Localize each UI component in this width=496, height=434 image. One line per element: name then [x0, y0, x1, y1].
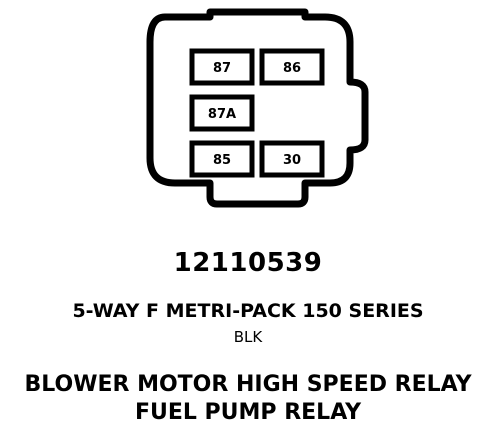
connector-housing-outline [146, 8, 369, 208]
usage-line: FUEL PUMP RELAY [134, 400, 362, 425]
connector-color: BLK [233, 328, 263, 346]
pin-cavity-87: 87 [189, 48, 255, 86]
part-number: 12110539 [173, 248, 323, 278]
connector-face-diagram: 87 86 87A 85 30 [146, 8, 369, 208]
pin-label-30: 30 [283, 153, 301, 168]
pin-cavity-30: 30 [259, 140, 325, 178]
pin-cavity-85: 85 [189, 140, 255, 178]
pin-label-87: 87 [213, 61, 231, 76]
pin-cavity-86: 86 [259, 48, 325, 86]
pin-cavity-87a: 87A [189, 94, 255, 132]
usage-line: BLOWER MOTOR HIGH SPEED RELAY [24, 372, 472, 397]
pin-label-86: 86 [283, 61, 301, 76]
pin-label-85: 85 [213, 153, 231, 168]
pin-label-87a: 87A [208, 107, 236, 122]
connector-series: 5-WAY F METRI-PACK 150 SERIES [72, 300, 424, 322]
